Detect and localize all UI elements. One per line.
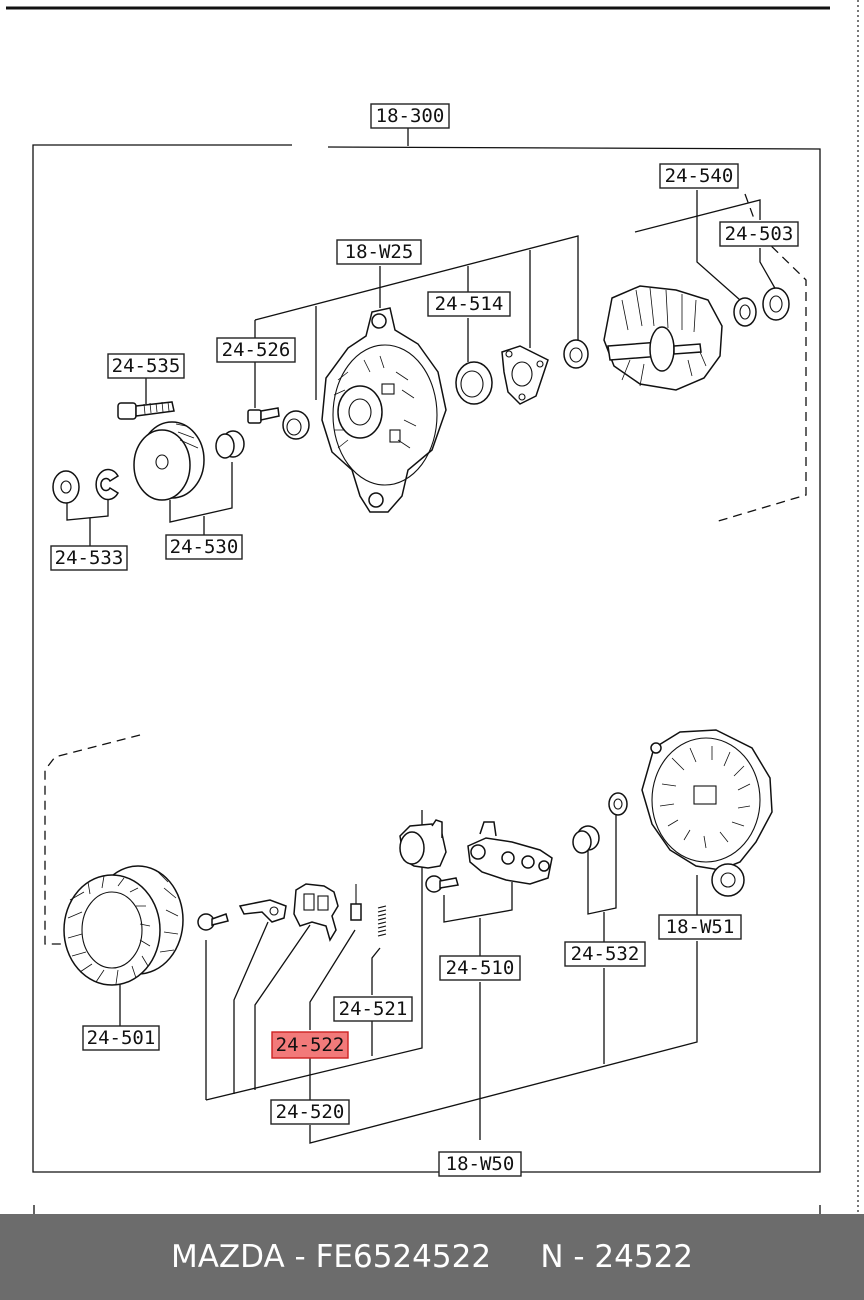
front-housing-part — [321, 307, 447, 513]
regulator-part — [399, 819, 447, 869]
leader-24-540 — [696, 190, 741, 301]
leader-terminal — [233, 921, 269, 1094]
leader-brush — [309, 929, 356, 1030]
part-callout-24-540: 24-540 — [659, 163, 739, 189]
part-callout-24-526: 24-526 — [216, 337, 296, 363]
part-callout-24-514: 24-514 — [427, 291, 511, 317]
part-callout-24-521: 24-521 — [333, 996, 413, 1022]
small-insulator-part — [608, 792, 628, 816]
pulley-part — [133, 421, 205, 501]
callout-label: 24-533 — [55, 547, 124, 569]
spacer-part — [215, 430, 245, 459]
part-callout-18-w50: 18-W50 — [438, 1151, 522, 1177]
callout-box — [427, 291, 511, 317]
callout-box — [50, 545, 128, 571]
small-screw-part — [247, 407, 280, 424]
leader-rotor-group — [634, 199, 761, 233]
leader-24-503 — [759, 248, 777, 291]
callout-label: 24-535 — [112, 355, 181, 377]
callout-label: 24-521 — [339, 998, 408, 1020]
callout-box — [719, 221, 799, 247]
callout-label: 24-510 — [446, 957, 515, 979]
part-callout-24-510: 24-510 — [439, 955, 521, 981]
callout-box — [82, 1025, 160, 1051]
leader-24-532 — [587, 815, 617, 915]
part-callout-18-300: 18-300 — [370, 103, 450, 129]
part-callout-24-522: 24-522 — [271, 1031, 349, 1059]
leader-front-group — [254, 235, 579, 340]
retainer-plate-part — [501, 345, 549, 405]
collar-part — [563, 339, 589, 369]
insulator-part — [572, 825, 600, 854]
callout-label: 18-W25 — [345, 241, 414, 263]
brush-part — [350, 884, 362, 921]
rear-housing-part — [641, 729, 773, 897]
callout-label: 18-W50 — [446, 1153, 515, 1175]
brush-holder-part — [293, 883, 339, 942]
rear-bearing-cover-part — [762, 287, 790, 321]
callout-label: 24-514 — [435, 293, 504, 315]
part-callout-24-501: 24-501 — [82, 1025, 160, 1051]
leader-24-530 — [169, 462, 233, 523]
dashed-boundary-front — [714, 193, 807, 523]
regulator-screw-part — [425, 875, 459, 893]
stator-part — [63, 865, 184, 986]
part-callout-24-532: 24-532 — [564, 941, 646, 967]
part-callout-24-503: 24-503 — [719, 221, 799, 247]
leader-24-510 — [443, 882, 513, 923]
rotor-part — [603, 285, 723, 391]
rectifier-part — [467, 821, 553, 885]
callout-box — [216, 337, 296, 363]
callout-label: 24-520 — [276, 1101, 345, 1123]
leader-rear-bus — [309, 941, 698, 1144]
highlighted-callout-box — [271, 1031, 349, 1059]
part-callout-24-535: 24-535 — [107, 353, 185, 379]
nut-part — [52, 470, 80, 504]
part-callout-24-533: 24-533 — [50, 545, 128, 571]
callout-box — [658, 914, 742, 940]
part-callout-24-530: 24-530 — [165, 534, 243, 560]
leader-24-533 — [66, 490, 109, 521]
terminal-screw-part — [197, 913, 229, 931]
footer-bar: MAZDA - FE6524522 N - 24522 — [0, 1214, 864, 1300]
leader-bottom-bus — [205, 810, 423, 1101]
part-number-caption: MAZDA - FE6524522 N - 24522 — [170, 1239, 694, 1275]
part-callout-18-w51: 18-W51 — [658, 914, 742, 940]
callout-box — [336, 239, 422, 265]
callout-box — [333, 996, 413, 1022]
callout-box — [107, 353, 185, 379]
leader-24-521 — [371, 947, 381, 1056]
callout-box — [270, 1099, 350, 1125]
part-callout-18-w25: 18-W25 — [336, 239, 422, 265]
callout-label: 24-540 — [665, 165, 734, 187]
callout-box — [564, 941, 646, 967]
assembly-frame — [32, 144, 821, 1173]
callout-box — [659, 163, 739, 189]
callout-box — [165, 534, 243, 560]
callout-box — [370, 103, 450, 129]
oil-seal-part — [282, 410, 310, 440]
callout-box — [439, 955, 521, 981]
callout-label: 18-W51 — [666, 916, 735, 938]
brush-spring-part — [377, 905, 387, 937]
callout-label: 24-530 — [170, 536, 239, 558]
part-callout-24-520: 24-520 — [270, 1099, 350, 1125]
callout-label: 24-526 — [222, 339, 291, 361]
callout-label: 24-522 — [276, 1034, 345, 1056]
bolt-part — [117, 401, 175, 420]
bearing-part — [455, 361, 493, 405]
callout-label: 18-300 — [376, 105, 445, 127]
leader-brush-holder — [254, 924, 311, 1090]
rear-bearing-part — [733, 297, 757, 327]
terminal-plate-part — [238, 899, 287, 923]
callout-label: 24-501 — [87, 1027, 156, 1049]
callout-label: 24-503 — [725, 223, 794, 245]
callout-label: 24-532 — [571, 943, 640, 965]
callout-box — [438, 1151, 522, 1177]
washer-part — [95, 468, 120, 501]
